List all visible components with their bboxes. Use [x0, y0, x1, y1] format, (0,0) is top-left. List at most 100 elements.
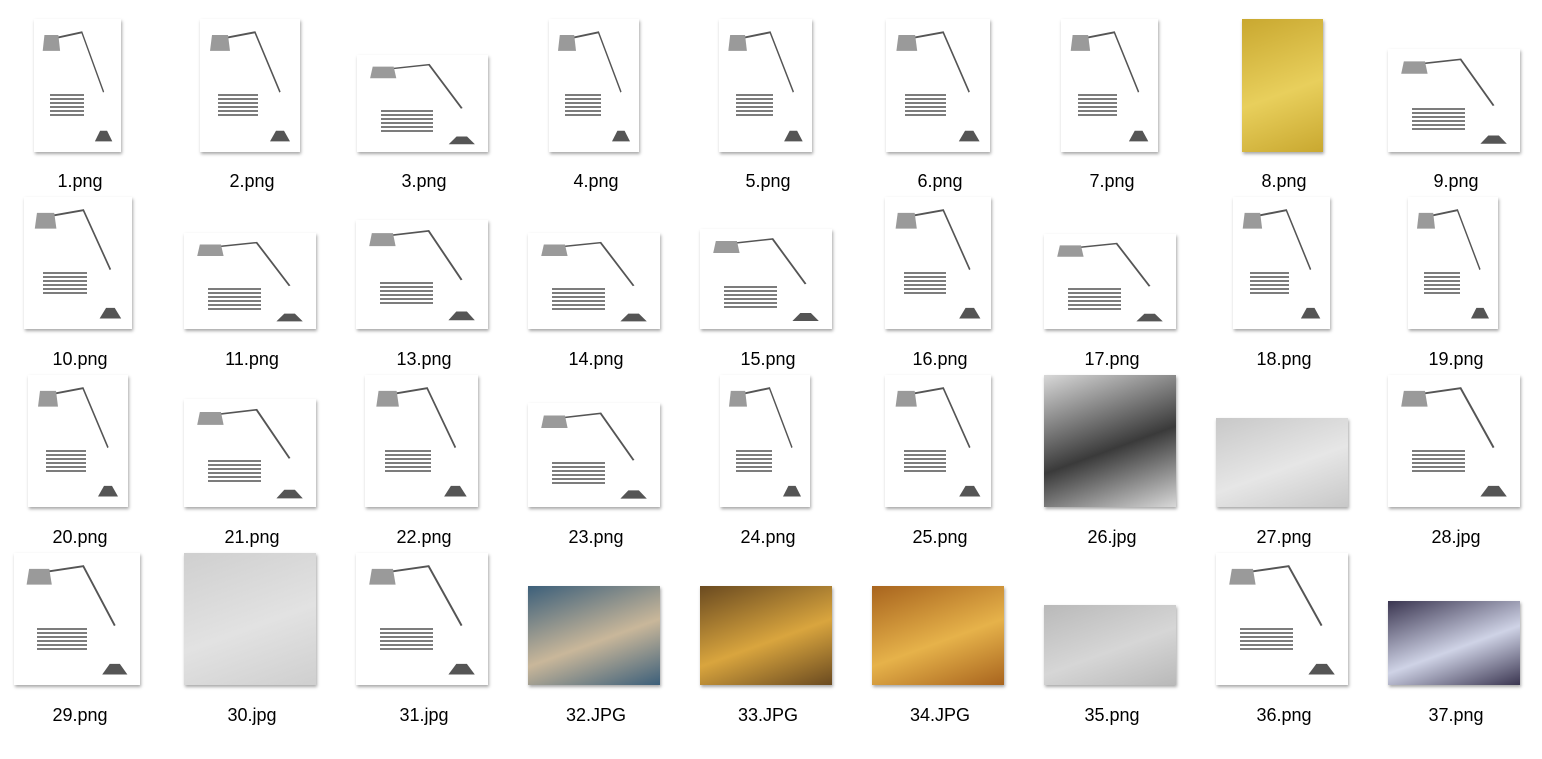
- file-thumbnail[interactable]: [184, 233, 316, 329]
- file-item[interactable]: 7.png: [1026, 19, 1176, 198]
- file-name-label: 35.png: [1084, 705, 1140, 725]
- file-item[interactable]: 18.png: [1198, 197, 1348, 376]
- lamp-image: [896, 31, 980, 142]
- file-name-label: 21.png: [224, 527, 280, 547]
- file-item[interactable]: 34.JPG: [854, 554, 1004, 732]
- file-thumbnail[interactable]: [1408, 197, 1498, 329]
- file-item[interactable]: 11.png: [166, 198, 316, 376]
- lamp-image: [895, 387, 981, 497]
- file-item[interactable]: 4.png: [510, 19, 660, 198]
- file-thumbnail[interactable]: [1242, 19, 1323, 152]
- file-thumbnail[interactable]: [1044, 234, 1176, 329]
- file-name-label: 15.png: [740, 349, 796, 369]
- file-thumbnail[interactable]: [719, 19, 812, 152]
- file-thumbnail[interactable]: [528, 233, 660, 329]
- file-thumbnail[interactable]: [528, 586, 660, 685]
- file-name-label: 7.png: [1089, 171, 1135, 191]
- file-thumbnail[interactable]: [528, 403, 660, 507]
- file-name-label: 22.png: [396, 527, 452, 547]
- file-thumbnail[interactable]: [1388, 375, 1520, 507]
- file-thumbnail[interactable]: [356, 220, 488, 329]
- file-thumbnail[interactable]: [200, 19, 300, 152]
- file-item[interactable]: 5.png: [682, 19, 832, 198]
- spec-text: [1411, 448, 1465, 474]
- file-thumbnail[interactable]: [34, 19, 121, 152]
- file-item[interactable]: 1.png: [0, 19, 144, 198]
- file-item[interactable]: 27.png: [1198, 376, 1348, 554]
- file-thumbnail[interactable]: [1388, 601, 1520, 685]
- file-item[interactable]: 37.png: [1370, 554, 1520, 732]
- lamp-image: [197, 241, 303, 322]
- file-item[interactable]: 29.png: [0, 553, 144, 732]
- spec-text: [735, 92, 773, 118]
- spec-text: [207, 286, 261, 312]
- file-name-label: 28.jpg: [1431, 527, 1481, 547]
- file-item[interactable]: 36.png: [1198, 553, 1348, 732]
- file-item[interactable]: 8.png: [1198, 19, 1348, 198]
- lamp-image: [369, 565, 475, 675]
- file-name-label: 3.png: [401, 171, 447, 191]
- file-thumbnail[interactable]: [184, 553, 316, 685]
- file-item[interactable]: 32.JPG: [510, 554, 660, 732]
- file-thumbnail[interactable]: [1388, 49, 1520, 152]
- lamp-image: [541, 241, 647, 322]
- spec-text: [736, 448, 773, 474]
- file-item[interactable]: 24.png: [682, 375, 832, 554]
- file-thumbnail[interactable]: [885, 375, 991, 507]
- file-thumbnail[interactable]: [365, 375, 478, 507]
- file-thumbnail[interactable]: [1061, 19, 1158, 152]
- file-thumbnail[interactable]: [1044, 375, 1176, 507]
- file-name-label: 25.png: [912, 527, 968, 547]
- file-thumbnail[interactable]: [1044, 605, 1176, 685]
- file-thumbnail[interactable]: [24, 197, 132, 329]
- file-item[interactable]: 3.png: [338, 20, 488, 198]
- file-thumbnail[interactable]: [700, 229, 832, 329]
- file-name-label: 2.png: [229, 171, 275, 191]
- file-item[interactable]: 35.png: [1026, 554, 1176, 732]
- file-thumbnail[interactable]: [1233, 197, 1330, 329]
- file-item[interactable]: 10.png: [0, 197, 144, 376]
- file-item[interactable]: 33.JPG: [682, 554, 832, 732]
- lamp-image: [1401, 387, 1507, 497]
- file-name-label: 10.png: [52, 349, 108, 369]
- file-thumbnail[interactable]: [549, 19, 639, 152]
- file-thumbnail[interactable]: [357, 55, 488, 152]
- file-thumbnail[interactable]: [356, 553, 488, 685]
- file-item[interactable]: 30.jpg: [166, 553, 316, 732]
- file-thumbnail[interactable]: [28, 375, 128, 507]
- spec-text: [551, 460, 605, 486]
- file-thumbnail[interactable]: [1216, 418, 1348, 507]
- file-thumbnail[interactable]: [700, 586, 832, 685]
- file-name-label: 11.png: [225, 349, 279, 369]
- file-item[interactable]: 13.png: [338, 198, 488, 376]
- file-thumbnail[interactable]: [14, 553, 140, 685]
- file-thumbnail[interactable]: [885, 197, 991, 329]
- file-item[interactable]: 25.png: [854, 375, 1004, 554]
- file-item[interactable]: 14.png: [510, 198, 660, 376]
- file-item[interactable]: 28.jpg: [1370, 375, 1520, 554]
- file-item[interactable]: 21.png: [166, 376, 316, 554]
- file-item[interactable]: 16.png: [854, 197, 1004, 376]
- lamp-image: [729, 387, 801, 497]
- file-name-label: 6.png: [917, 171, 963, 191]
- file-item[interactable]: 31.jpg: [338, 553, 488, 732]
- file-thumbnail[interactable]: [886, 19, 990, 152]
- file-thumbnail[interactable]: [184, 399, 316, 507]
- file-item[interactable]: 15.png: [682, 198, 832, 376]
- file-item[interactable]: 26.jpg: [1026, 375, 1176, 554]
- file-item[interactable]: 20.png: [0, 375, 144, 554]
- file-thumbnail[interactable]: [872, 586, 1004, 685]
- spec-text: [565, 92, 602, 118]
- file-item[interactable]: 2.png: [166, 19, 316, 198]
- file-item[interactable]: 6.png: [854, 19, 1004, 198]
- file-thumbnail[interactable]: [1216, 553, 1348, 685]
- file-name-label: 34.JPG: [909, 705, 971, 725]
- file-item[interactable]: 22.png: [338, 375, 488, 554]
- file-item[interactable]: 23.png: [510, 376, 660, 554]
- file-name-label: 1.png: [57, 171, 103, 191]
- file-item[interactable]: 9.png: [1370, 20, 1520, 198]
- file-item[interactable]: 19.png: [1370, 197, 1520, 376]
- spec-text: [904, 270, 947, 296]
- file-item[interactable]: 17.png: [1026, 198, 1176, 376]
- file-thumbnail[interactable]: [720, 375, 810, 507]
